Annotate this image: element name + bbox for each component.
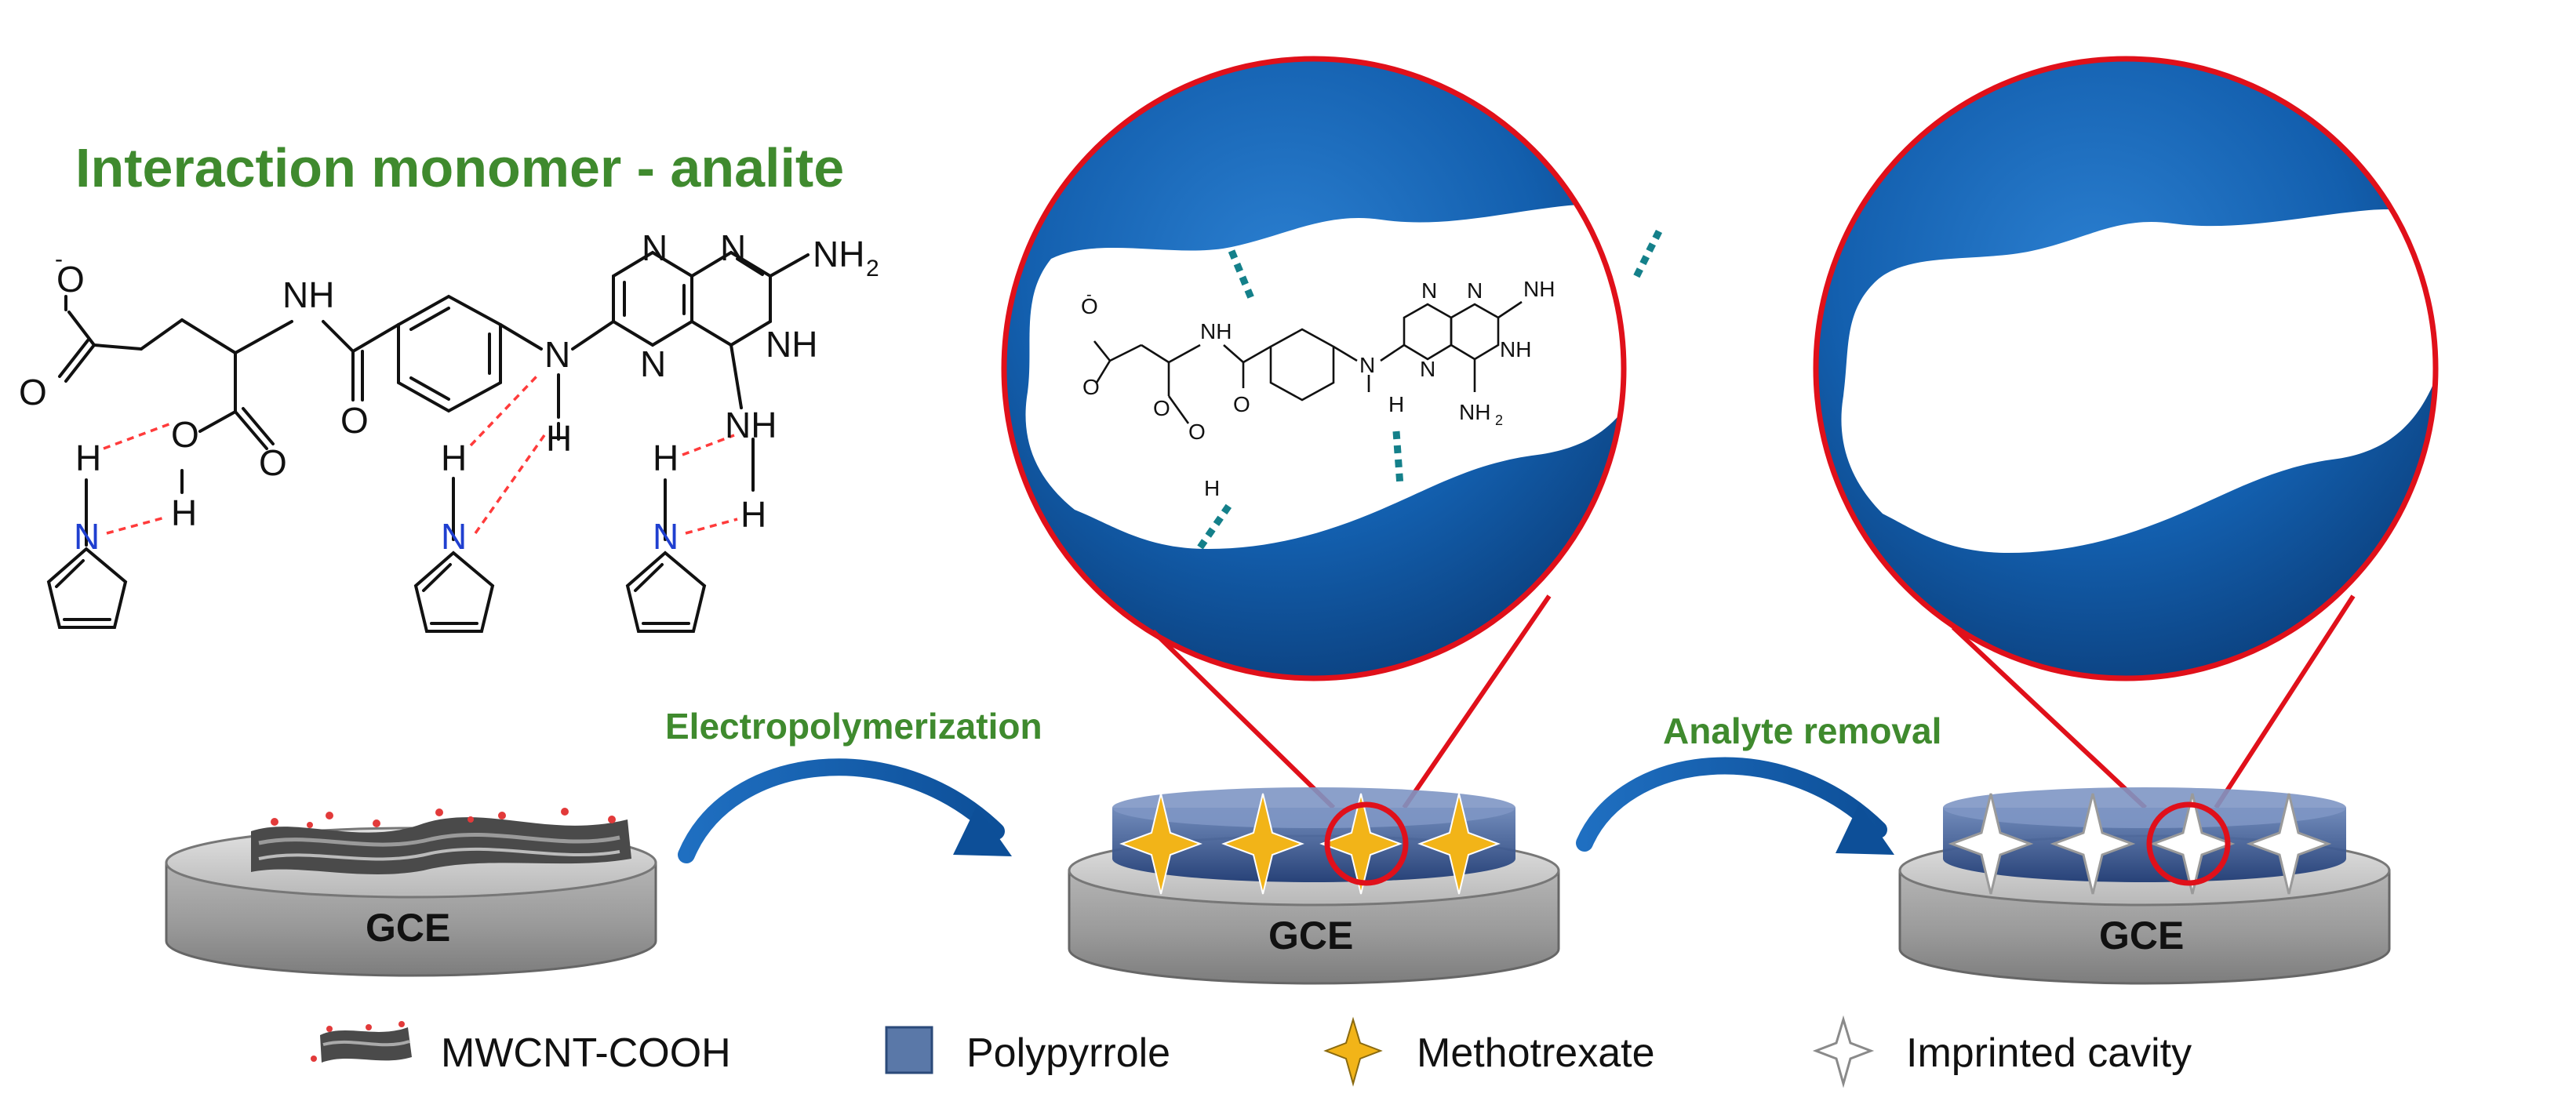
legend-mwcnt-label: MWCNT-COOH [441, 1030, 731, 1076]
atom-h-pyrrole3: H [653, 438, 679, 478]
methotrexate-stars [1119, 793, 1501, 895]
cav-nh2-sub: 2 [1495, 412, 1503, 428]
atom-nh-ring: NH [766, 324, 817, 365]
hydrogen-bonds [103, 373, 738, 535]
legend-cavity-icon [1812, 1015, 1875, 1088]
cavity-interactions [1197, 229, 1663, 550]
atom-n-ring1: N [642, 227, 668, 268]
gce-label-1: GCE [366, 906, 450, 950]
legend-polypyrrole-icon [885, 1026, 933, 1074]
cav-h-amine: H [1388, 392, 1404, 416]
cav-n-ring2: N [1420, 357, 1435, 381]
atom-o: O [19, 372, 47, 412]
cav-nh: NH [1200, 319, 1232, 343]
cav-n-amine: N [1359, 353, 1375, 377]
atom-n-pyrrole3: N [653, 516, 679, 557]
cav-nh-top: NH [1523, 277, 1555, 301]
legend-cavity-label: Imprinted cavity [1906, 1030, 2192, 1076]
diagram-title: Interaction monomer - analite [75, 137, 844, 198]
atom-o-acid: O [259, 442, 287, 483]
imprinted-cavity-stars [1948, 793, 2332, 895]
electrode-mwcnt: GCE [165, 808, 657, 977]
atom-n-ring3: N [720, 227, 746, 268]
atom-o-hydroxyl: O [171, 414, 199, 455]
atom-o-minus: O [56, 259, 85, 300]
atom-n-ring2: N [640, 343, 666, 384]
legend-polypyrrole-label: Polypyrrole [966, 1030, 1170, 1076]
zoom-circle-cavity [1813, 56, 2439, 681]
atom-h-lower: H [740, 494, 766, 535]
methotrexate-structure [46, 250, 810, 633]
cav-n-ring3: N [1467, 278, 1483, 303]
step-analyte-removal: Analyte removal [1663, 710, 1941, 751]
zoom-marker-1 [1324, 801, 1409, 886]
atom-labels: O - O NH O O O H H N N H H N N N N NH NH… [19, 227, 879, 557]
electrode-imprinted-empty: GCE [1898, 787, 2391, 985]
atom-nh-lower: NH [725, 405, 777, 445]
cav-o-minus: O [1081, 294, 1098, 318]
gce-label-3: GCE [2099, 914, 2184, 957]
arrow-step1 [678, 758, 1012, 863]
cavity-atom-labels: O O NH O O O H N H N N N NH NH NH 2 - [1081, 277, 1555, 500]
cav-h-hydroxyl: H [1204, 476, 1220, 500]
electrode-imprinted-loaded: GCE [1068, 787, 1560, 985]
atom-n-amine: N [544, 334, 570, 375]
atom-charge: - [55, 246, 63, 272]
step-electropolymerization: Electropolymerization [665, 706, 1042, 747]
zoom-connectors [1151, 594, 2356, 810]
mwcnt-layer [251, 808, 631, 874]
atom-nh-amide: NH [282, 274, 334, 315]
cav-o-acid: O [1153, 396, 1170, 420]
atom-h-hydroxyl: H [171, 492, 197, 533]
gce-label-2: GCE [1268, 914, 1353, 957]
cavity-with-analyte [1025, 204, 1624, 549]
arrow-step2 [1576, 757, 1894, 855]
cav-o: O [1082, 375, 1100, 399]
empty-imprinted-cavity [1841, 209, 2436, 553]
cav-nh-ring: NH [1500, 337, 1531, 362]
cav-n-ring1: N [1421, 278, 1437, 303]
atom-h-pyrrole2: H [441, 438, 467, 478]
legend-mwcnt-icon [311, 1021, 412, 1063]
zoom-marker-2 [2146, 801, 2231, 886]
legend: MWCNT-COOH Polypyrrole Methotrexate Impr… [311, 1015, 2192, 1088]
atom-nh2: NH [813, 234, 864, 274]
atom-h-pyrrole1: H [75, 438, 101, 478]
cav-charge: - [1086, 286, 1092, 303]
legend-methotrexate-label: Methotrexate [1417, 1030, 1655, 1076]
cav-nh2: NH [1459, 400, 1490, 424]
atom-nh2-sub: 2 [866, 256, 879, 282]
cav-o-hydroxyl: O [1188, 420, 1206, 444]
zoom-circle-analyte: O O NH O O O H N H N N N NH NH NH 2 - [1001, 56, 1663, 681]
methotrexate-in-cavity [1093, 300, 1523, 424]
atom-o-amide: O [340, 400, 369, 441]
atom-n-pyrrole1: N [74, 516, 100, 557]
atom-n-pyrrole2: N [441, 516, 467, 557]
cav-o-amide: O [1233, 392, 1250, 416]
legend-methotrexate-icon [1323, 1016, 1383, 1087]
atom-h-amine: H [546, 418, 572, 459]
